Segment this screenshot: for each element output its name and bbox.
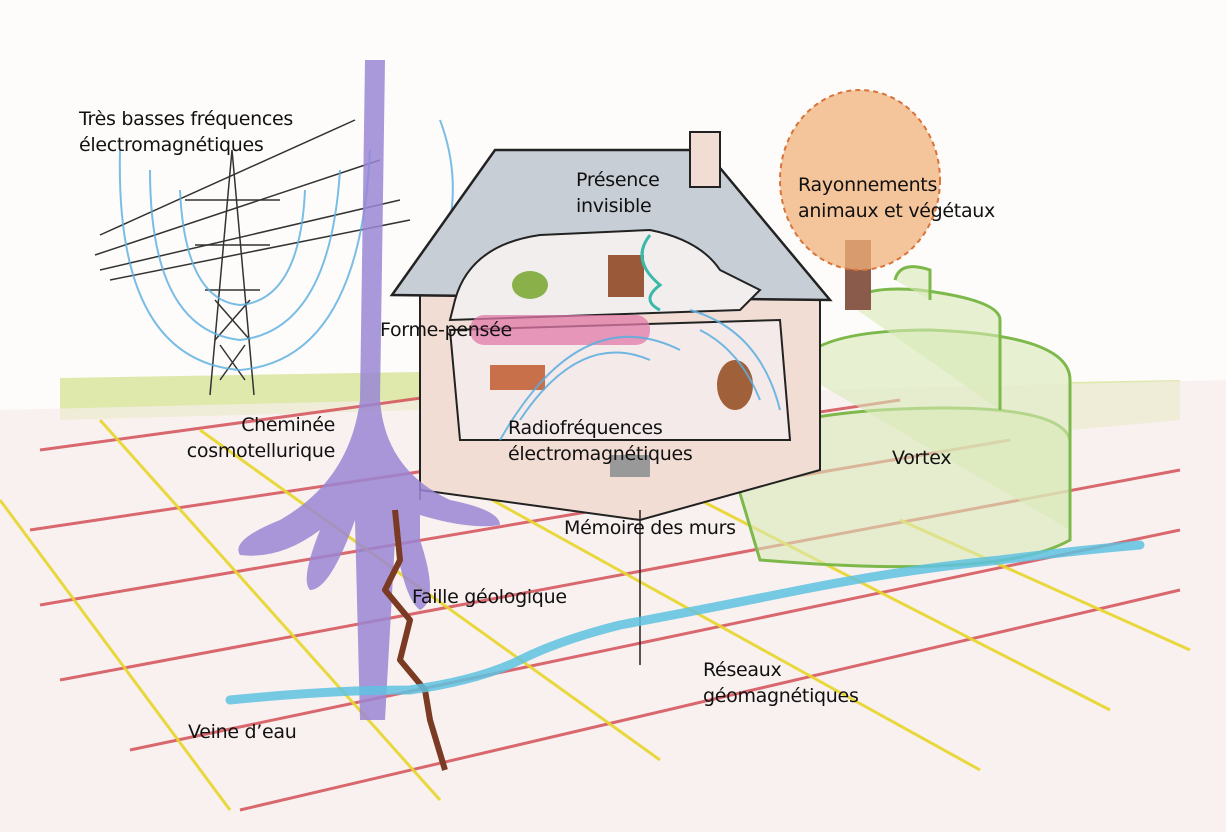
label-line: Veine d’eau [188,721,297,743]
water-vein [225,540,1145,705]
label-elf: Très basses fréquences électromagnétique… [79,106,293,158]
label-line: Rayonnements [798,174,938,196]
label-line: électromagnétiques [79,134,264,156]
label-geological-fault: Faille géologique [412,584,567,610]
label-line: Radiofréquences [508,417,663,439]
label-cosmotelluric-chimney: Cheminée cosmotellurique [170,412,336,464]
label-wall-memory: Mémoire des murs [564,515,736,541]
label-thought-form: Forme-pensée [380,317,512,343]
label-radiofrequencies: Radiofréquences électromagnétiques [508,415,693,467]
label-line: électromagnétiques [508,443,693,465]
label-animal-plant-radiation: Rayonnements animaux et végétaux [798,172,995,224]
label-line: Très basses fréquences [79,108,294,130]
geomagnetic-grid-yellow [0,418,1191,811]
label-line: Présence [576,169,660,191]
label-line: Forme-pensée [380,319,512,341]
geological-fault [382,509,448,771]
label-line: Mémoire des murs [564,517,736,539]
label-line: Cheminée [241,414,335,436]
label-water-vein: Veine d’eau [188,719,297,745]
label-line: animaux et végétaux [798,200,995,222]
label-vortex: Vortex [892,445,952,471]
label-line: cosmotellurique [186,440,336,462]
label-geomagnetic-networks: Réseaux géomagnétiques [703,657,859,709]
label-line: invisible [576,195,652,217]
label-line: Faille géologique [412,586,567,608]
rf-waves [499,309,781,441]
tree [779,89,941,310]
house [389,131,833,665]
label-line: Vortex [892,447,952,469]
label-line: Réseaux [703,659,782,681]
label-line: géomagnétiques [703,685,859,707]
label-invisible-presence: Présence invisible [576,167,660,219]
cosmotelluric-chimney [238,60,501,720]
